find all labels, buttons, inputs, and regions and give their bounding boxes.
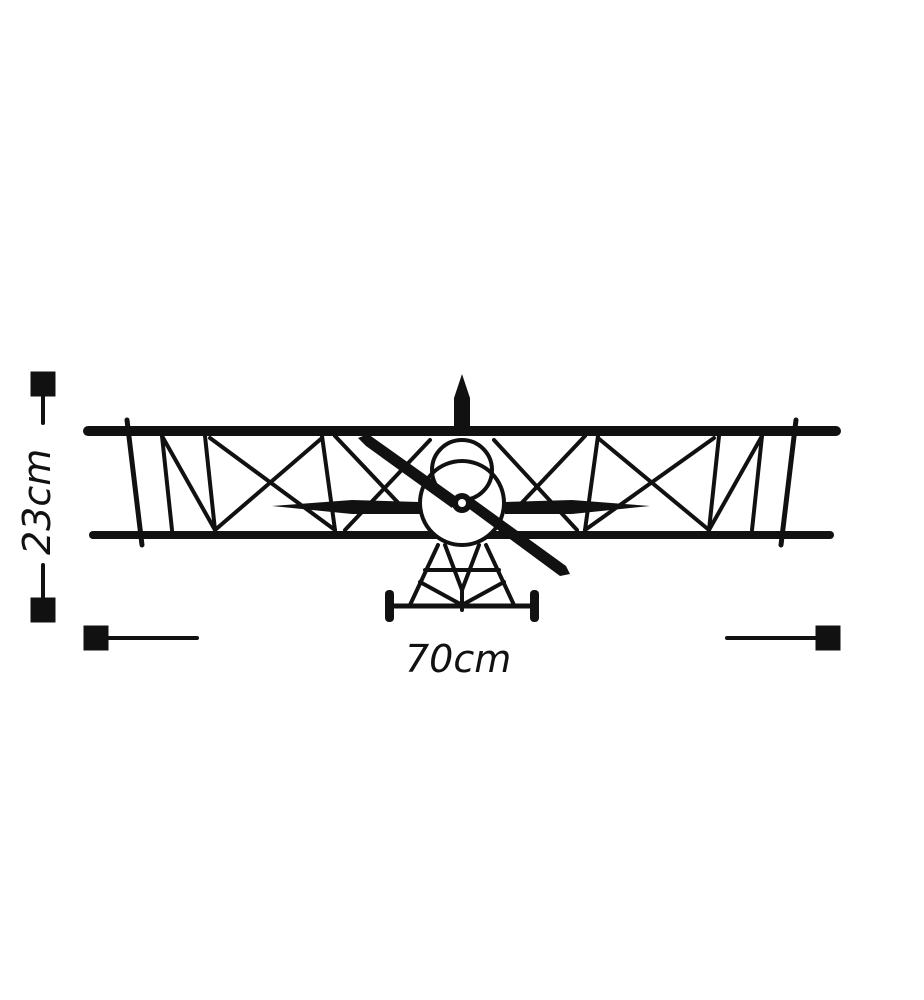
right-wingtip-strut [778, 417, 799, 548]
height-dimension-marker [30, 371, 56, 623]
width-marker-right-cap [815, 625, 841, 651]
propeller-blade-upper [358, 434, 458, 508]
tailplane [272, 500, 420, 514]
right-wheel [530, 590, 539, 622]
height-dimension-label: 23cm [15, 448, 59, 555]
propeller-blade-lower [468, 498, 570, 576]
landing-gear [388, 543, 536, 612]
tailplane-right [505, 500, 650, 514]
left-wing-struts [160, 434, 432, 532]
propeller-hub-center [458, 499, 466, 507]
height-marker-top-cap [30, 371, 56, 397]
right-wing-struts [492, 434, 764, 532]
biplane-silhouette [83, 374, 841, 622]
width-dimension-marker [83, 625, 841, 651]
tail-fin [454, 374, 470, 432]
width-marker-left-cap [83, 625, 109, 651]
left-wheel [385, 590, 394, 622]
height-marker-bottom-cap [30, 597, 56, 623]
width-dimension-label: 70cm [405, 637, 512, 681]
left-wingtip-strut [124, 417, 145, 548]
